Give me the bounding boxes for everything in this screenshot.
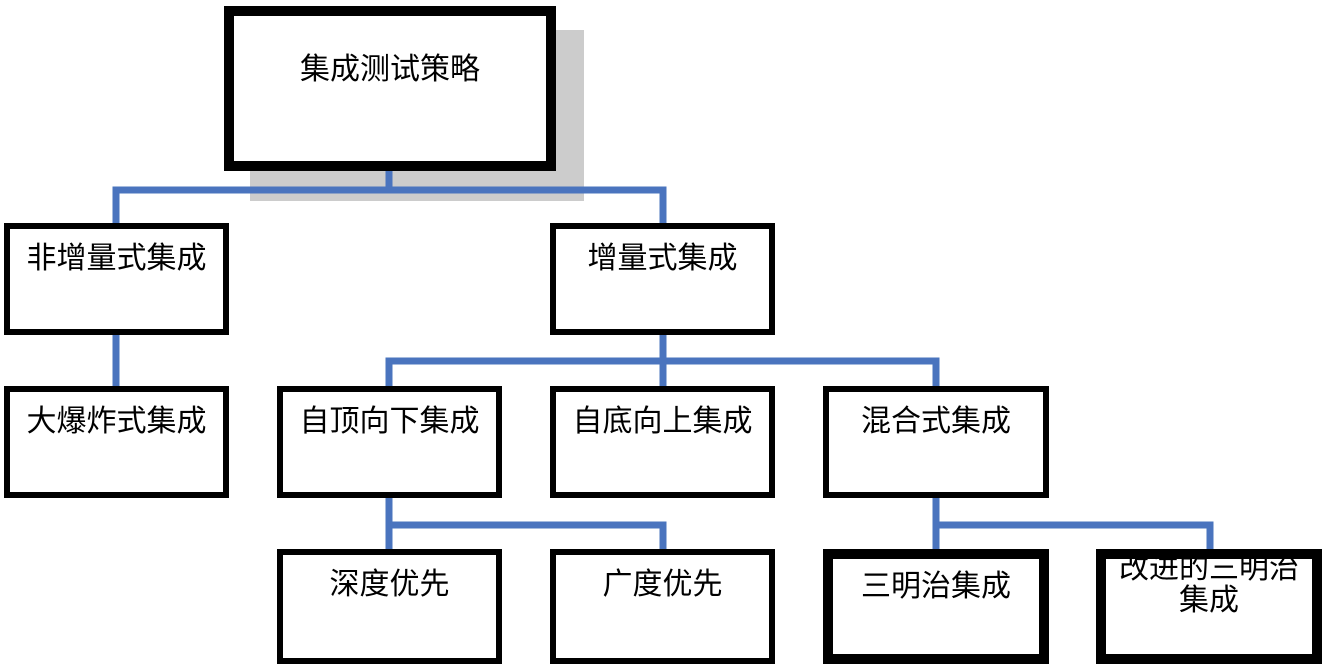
node-depth-first: 深度优先 [277,549,502,664]
node-label: 增量式集成 [587,241,738,276]
node-breadth-first: 广度优先 [550,549,775,664]
node-integration-test-strategy: 集成测试策略 [224,6,556,171]
node-label: 三明治集成 [861,569,1011,604]
node-label: 大爆炸式集成 [26,404,207,439]
node-label: 混合式集成 [861,404,1011,439]
connector-root-to-level1 [112,168,667,226]
connector-incremental-to-level2 [385,332,940,390]
node-label: 自底向上集成 [572,404,753,439]
connector-topdown-to-level3 [385,494,667,553]
node-improved-sandwich-integration: 改进的三明治 集成 [1096,549,1322,664]
node-label: 广度优先 [602,567,723,602]
node-label: 自顶向下集成 [299,404,480,439]
node-nonincremental-integration: 非增量式集成 [4,223,229,335]
node-bigbang-integration: 大爆炸式集成 [4,386,229,498]
node-topdown-integration: 自顶向下集成 [277,386,502,498]
node-label: 集成测试策略 [300,52,480,87]
node-bottomup-integration: 自底向上集成 [550,386,775,498]
node-label: 非增量式集成 [26,241,207,276]
node-incremental-integration: 增量式集成 [550,223,775,335]
node-label: 改进的三明治 集成 [1119,551,1299,618]
node-hybrid-integration: 混合式集成 [823,386,1049,498]
node-label: 深度优先 [329,567,450,602]
node-sandwich-integration: 三明治集成 [823,549,1049,664]
connector-hybrid-to-level3 [932,494,1214,553]
